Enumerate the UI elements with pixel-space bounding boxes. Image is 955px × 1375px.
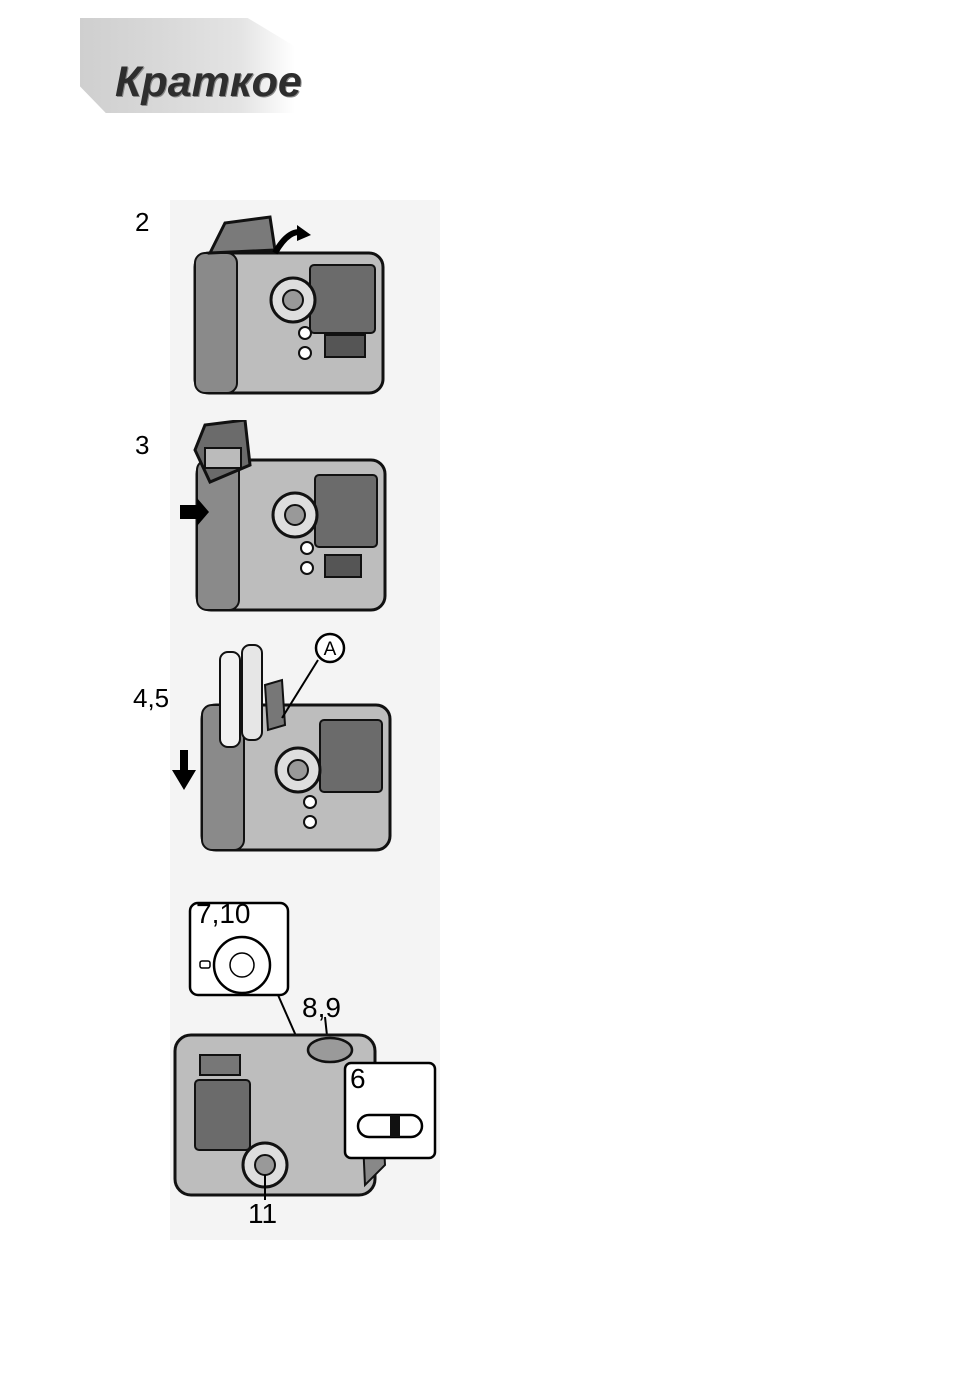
step-label-8-9: 8,9 bbox=[302, 992, 341, 1024]
camera-battery-door-icon bbox=[175, 420, 390, 615]
camera-top-dial-icon bbox=[160, 895, 445, 1235]
step-label-3: 3 bbox=[135, 430, 149, 461]
camera-lid-open-icon bbox=[185, 205, 390, 400]
marker-a: A bbox=[324, 639, 337, 660]
camera-battery-insert-icon: A bbox=[170, 630, 395, 855]
step-label-6: 6 bbox=[350, 1063, 366, 1095]
step-label-4-5: 4,5 bbox=[133, 683, 169, 714]
page-title: Краткое bbox=[115, 58, 302, 107]
step-label-11: 11 bbox=[248, 1198, 277, 1230]
step-label-2: 2 bbox=[135, 207, 149, 238]
step-label-7-10: 7,10 bbox=[196, 898, 251, 930]
